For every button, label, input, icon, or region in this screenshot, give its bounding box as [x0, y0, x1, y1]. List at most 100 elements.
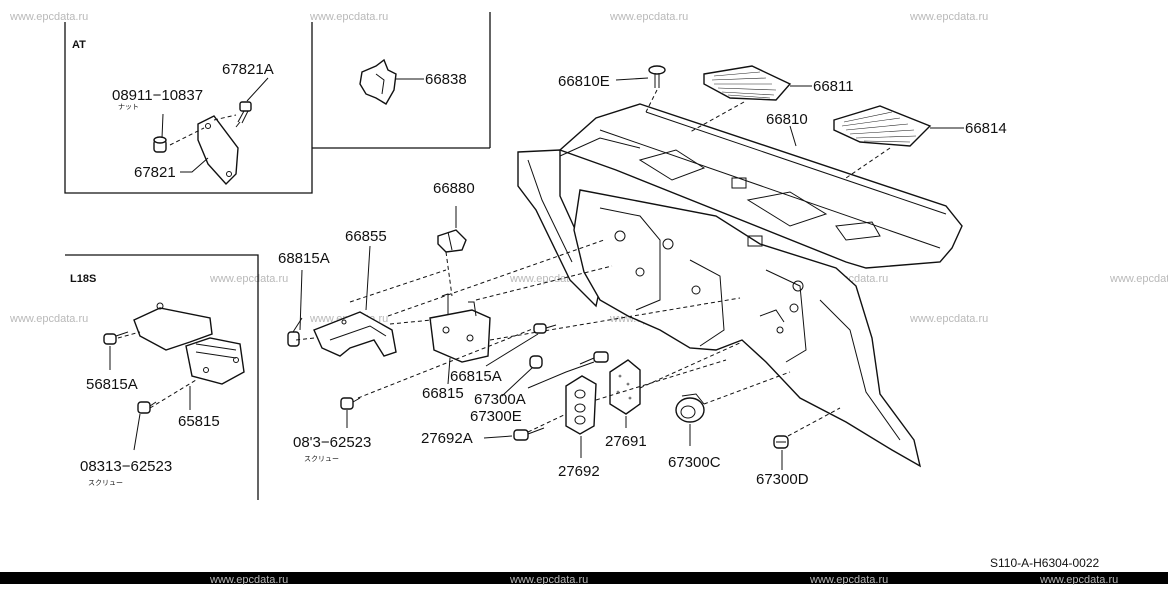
leader-66815A: [485, 333, 539, 367]
nut-08911-10837: [153, 136, 167, 153]
watermark: www.epcdata.ru: [209, 273, 288, 285]
label-65815: 65815: [178, 413, 220, 430]
leader-67300E: [501, 367, 533, 397]
dash-line: [149, 379, 197, 409]
watermark: www.epcdata.ru: [9, 11, 88, 23]
bracket-66855: [313, 311, 397, 357]
label-67821A: 67821A: [222, 61, 274, 78]
label-08313-left: 08313−62523: [80, 458, 172, 475]
dash-line: [387, 239, 605, 317]
watermark: www.epcdata.ru: [909, 11, 988, 23]
leader-08313-left: [133, 413, 141, 451]
dash-line: [845, 147, 891, 179]
label-08313-mid-note: スクリュー: [304, 455, 339, 463]
clip-67300D: [773, 435, 789, 449]
cover-plate-67821: [197, 115, 239, 186]
at-inset-box: AT: [64, 12, 491, 194]
dash-line: [689, 101, 745, 133]
label-66811: 66811: [813, 78, 854, 95]
bracket-65815: [185, 337, 245, 385]
bracket-66815: [429, 293, 491, 363]
grille-66814: [833, 105, 932, 147]
screw-67300A: [579, 351, 609, 365]
dash-line: [445, 251, 453, 297]
label-66810E: 66810E: [558, 73, 610, 90]
watermark: www.epcdata.ru: [809, 574, 888, 585]
at-box-title: AT: [72, 39, 86, 51]
leader-66855: [365, 245, 371, 311]
dash-line: [357, 325, 541, 399]
bolt-68815A: [287, 317, 303, 347]
screw-08313-mid: [340, 397, 361, 410]
dash-line: [595, 359, 727, 401]
label-66815A: 66815A: [450, 368, 502, 385]
footer-strip: www.epcdata.ru www.epcdata.ru www.epcdat…: [0, 572, 1168, 586]
dash-line: [703, 371, 791, 405]
dash-line: [787, 407, 841, 437]
dash-line: [169, 127, 205, 146]
label-27692: 27692: [558, 463, 600, 480]
dash-line: [117, 331, 141, 339]
label-67300E: 67300E: [470, 408, 522, 425]
grommet-67300C: [675, 393, 705, 423]
dash-line: [389, 319, 433, 325]
leader-66810: [789, 125, 797, 147]
clip-67300A: [529, 355, 543, 369]
dash-line: [295, 337, 315, 341]
label-27691: 27691: [605, 433, 647, 450]
watermark: www.epcdata.ru: [909, 313, 988, 325]
leader-66815: [447, 357, 451, 385]
watermark: www.epcdata.ru: [509, 574, 588, 585]
label-08911-note: ナット: [118, 103, 139, 111]
label-08313-left-note: スクリュー: [88, 479, 123, 487]
dash-line: [213, 114, 237, 121]
dash-line: [489, 297, 741, 341]
dash-line: [527, 413, 567, 433]
grommet-66880: [437, 229, 467, 253]
watermark: www.epcdata.ru: [609, 11, 688, 23]
lbs-inset-box: L18S: [65, 254, 259, 500]
leader-67300A: [527, 361, 595, 389]
dash-line: [639, 341, 743, 389]
label-66810: 66810: [766, 111, 808, 128]
label-67300D: 67300D: [756, 471, 809, 488]
label-68815A: 68815A: [278, 250, 330, 267]
watermark: www.epcdata.ru: [1109, 273, 1168, 285]
bolt-56815A: [103, 331, 129, 345]
watermark: www.epcdata.ru: [9, 313, 88, 325]
screw-08313-left: [137, 401, 157, 414]
watermark: www.epcdata.ru: [309, 11, 388, 23]
seal-27692: [565, 375, 597, 435]
leader-66810E: [615, 77, 649, 81]
pad-27691: [609, 359, 641, 415]
watermark-row-top: www.epcdata.ru www.epcdata.ru www.epcdat…: [9, 11, 988, 23]
dash-panel-66810: [517, 103, 963, 468]
label-67300C: 67300C: [668, 454, 721, 471]
label-08911-10837: 08911−10837: [112, 87, 203, 104]
leader-67821: [180, 157, 209, 173]
label-66880: 66880: [433, 180, 475, 197]
grille-66811: [703, 65, 792, 101]
clip-66838: [359, 58, 397, 105]
leader-27692A: [483, 435, 513, 439]
label-66855: 66855: [345, 228, 387, 245]
label-56815A: 56815A: [86, 376, 138, 393]
label-67300A: 67300A: [474, 391, 526, 408]
label-08313-mid: 08'3−62523: [293, 434, 371, 451]
clip-66810E: [648, 65, 666, 88]
screw-27692A: [513, 427, 545, 441]
label-66814: 66814: [965, 120, 1007, 137]
bracket-lbs-upper: [133, 302, 213, 351]
dash-line: [475, 265, 613, 301]
footer-watermarks: www.epcdata.ru www.epcdata.ru www.epcdat…: [209, 574, 1118, 586]
label-27692A: 27692A: [421, 430, 473, 447]
label-66815: 66815: [422, 385, 464, 402]
leader-68815A: [299, 269, 303, 331]
bolt-66815A: [533, 323, 557, 334]
bolt-67821A: [235, 101, 252, 128]
watermark: www.epcdata.ru: [1039, 574, 1118, 585]
label-67821: 67821: [134, 164, 176, 181]
lbs-box-title: L18S: [70, 273, 96, 285]
diagram-code: S110-A-H6304-0022: [990, 556, 1100, 570]
